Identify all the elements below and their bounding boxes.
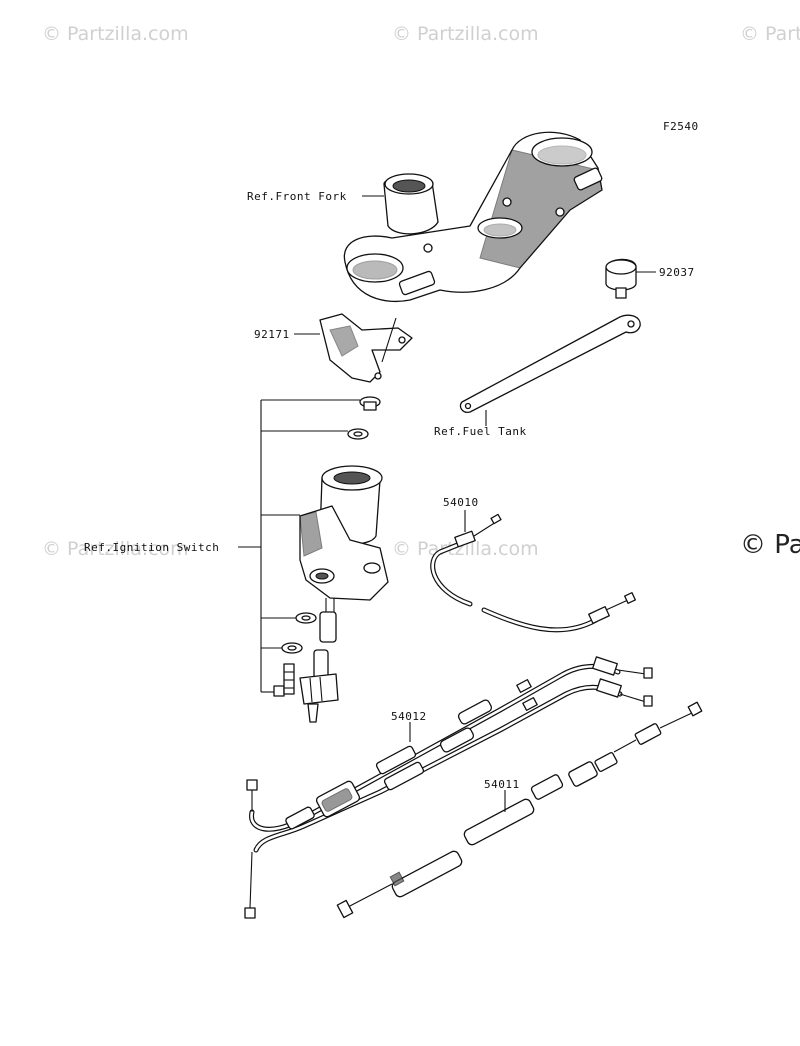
label-clamp: 92171 [254,328,290,341]
watermark-mid-left: © Partzilla.com [42,538,189,560]
label-cap: 92037 [659,266,695,279]
watermark-top-center: © Partzilla.com [392,23,539,45]
cap-92037 [605,258,637,299]
label-cable-throttle: 54012 [391,710,427,723]
label-fuel-tank: Ref.Fuel Tank [434,425,527,438]
label-front-fork: Ref.Front Fork [247,190,347,203]
cable-54012 [244,656,653,919]
ignition-switch-bracket-lines [238,399,360,693]
watermark-edge: © Pa [740,530,800,560]
cable-54010 [430,513,636,633]
figure-code: F2540 [663,120,699,133]
watermark-top-left: © Partzilla.com [42,23,189,45]
fuel-tank-strap [459,314,641,413]
label-ignition-switch: Ref.Ignition Switch [84,541,219,554]
label-cable-clutch: 54011 [484,778,520,791]
watermarks: © Partzilla.com © Partzilla.com © Partzi… [42,23,800,560]
watermark-mid-center: © Partzilla.com [392,538,539,560]
label-cable-choke: 54010 [443,496,479,509]
steering-stem-head [343,131,603,303]
ignition-switch [273,396,389,723]
watermark-top-right: © Partzilla.com [740,23,800,45]
cable-54011 [336,701,703,919]
bracket-92171 [319,313,413,383]
